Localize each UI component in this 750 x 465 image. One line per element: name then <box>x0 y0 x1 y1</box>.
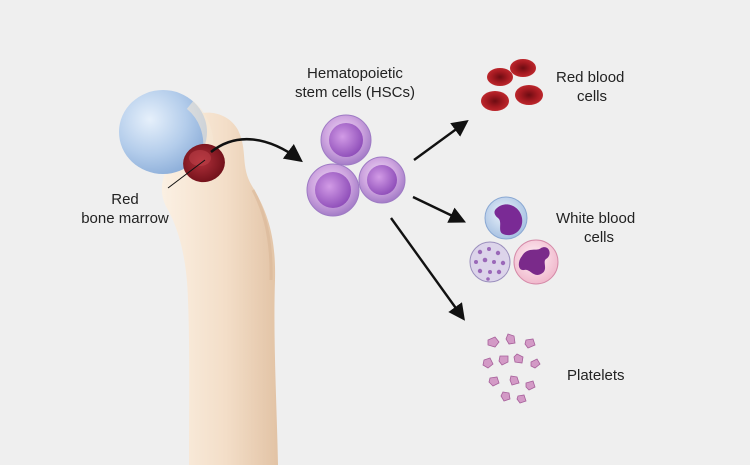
marrow-label: Red bone marrow <box>70 190 180 228</box>
red-blood-cells-label: Red blood cells <box>556 68 624 106</box>
femur-bone <box>161 112 278 465</box>
white-blood-cells-label: White blood cells <box>556 209 635 247</box>
platelet-cluster <box>482 333 541 404</box>
red-blood-cell <box>510 59 536 77</box>
cartilage-cap <box>119 90 207 174</box>
white-blood-cells-label-line-1: White blood <box>556 210 636 227</box>
platelets-label: Platelets <box>567 367 625 384</box>
stem-cell <box>306 163 360 217</box>
hsc-label-line-2: stem cells (HSCs) <box>294 84 415 101</box>
red-blood-cell <box>481 91 509 111</box>
arrow-to-red-blood-cells <box>413 120 469 161</box>
stem-cell <box>320 114 372 166</box>
hsc-label-line-1: Hematopoietic <box>307 65 403 82</box>
arrow-marrow-to-hsc <box>210 137 303 163</box>
arrow-to-white-blood-cells <box>412 195 467 223</box>
white-blood-cell <box>469 241 511 283</box>
white-blood-cell <box>484 196 528 240</box>
red-blood-cells-label-line-1: Red blood <box>556 69 625 86</box>
red-blood-cell <box>515 85 543 105</box>
white-blood-cells-label-line-2: cells <box>584 229 615 246</box>
marrow-pointer-line <box>167 159 206 189</box>
marrow-label-line-1: Red <box>111 191 139 208</box>
arrow-to-platelets <box>390 217 465 321</box>
red-blood-cells-label-line-2: cells <box>577 88 608 105</box>
hsc-label: Hematopoietic stem cells (HSCs) <box>285 64 425 102</box>
red-blood-cell <box>487 68 513 86</box>
white-blood-cell <box>513 239 559 285</box>
stem-cell <box>358 156 406 204</box>
marrow-label-line-2: bone marrow <box>81 210 169 227</box>
